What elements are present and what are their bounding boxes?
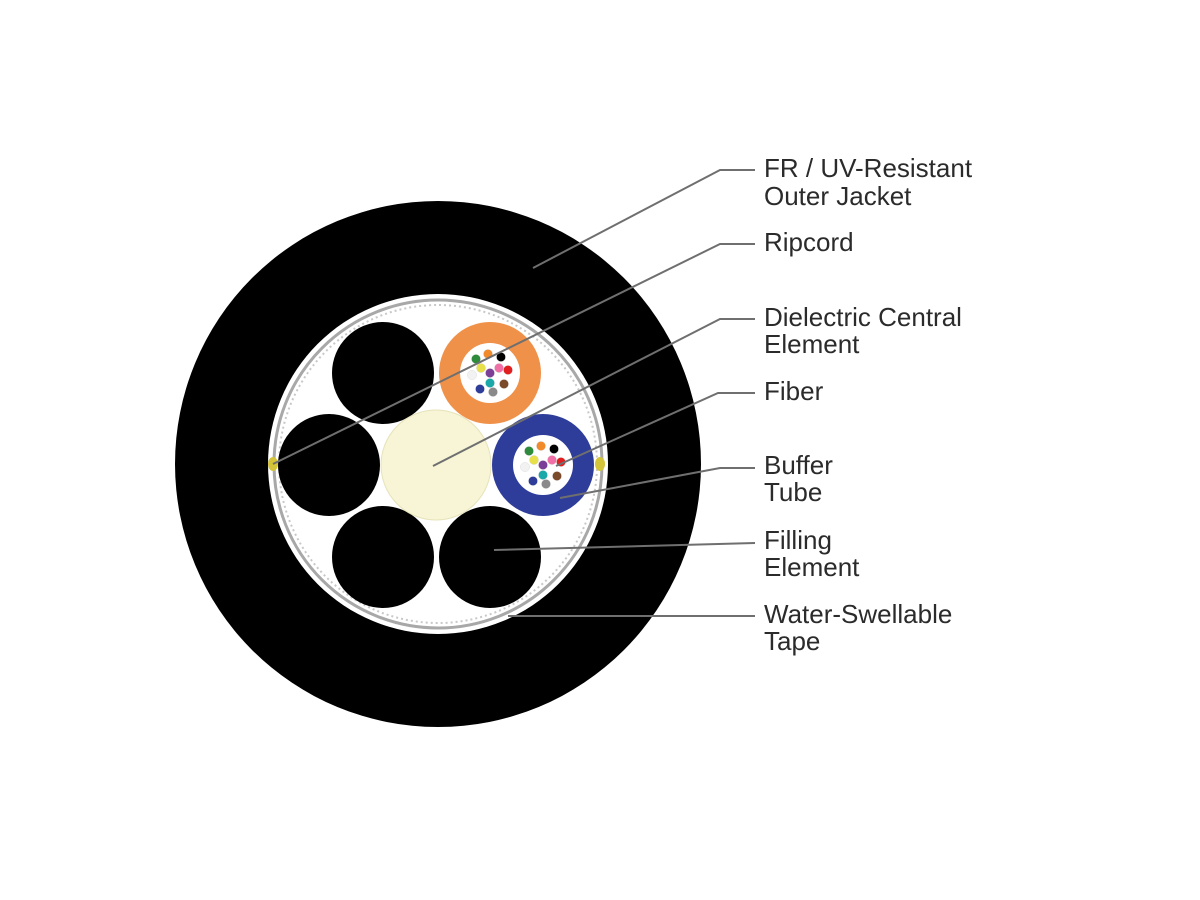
leader-line-central-element (432, 318, 755, 467)
fiber (503, 365, 513, 375)
buffer-tube-orange (439, 322, 541, 424)
leader-line-buffer-tube (559, 467, 755, 499)
fiber-group (520, 441, 566, 489)
leader-line-outer-jacket (532, 169, 755, 269)
fiber (549, 444, 559, 454)
filling-element (332, 322, 434, 424)
label-fiber: Fiber (764, 376, 824, 406)
fiber (547, 455, 557, 465)
fiber (529, 455, 539, 465)
label-water-swellable-tape: Water-Swellable Tape (764, 599, 960, 656)
label-central-element: Dielectric Central Element (764, 302, 969, 359)
fiber (536, 441, 546, 451)
fiber (475, 384, 485, 394)
fiber-group (467, 349, 513, 397)
buffer-tube-blue (492, 414, 594, 516)
leader-line-ripcord (272, 243, 755, 465)
leader-line-filling-element (493, 542, 756, 551)
fiber (541, 479, 551, 489)
fiber (488, 387, 498, 397)
leader-line-fiber (555, 392, 755, 467)
fiber (524, 446, 534, 456)
fiber (520, 462, 530, 472)
label-outer-jacket: FR / UV-Resistant Outer Jacket (764, 153, 979, 211)
label-filling-element: Filling Element (764, 525, 860, 582)
fiber (467, 370, 477, 380)
fiber (499, 379, 509, 389)
filling-element (439, 506, 541, 608)
fiber (552, 471, 562, 481)
fiber (528, 476, 538, 486)
filling-element (332, 506, 434, 608)
fiber (485, 368, 495, 378)
fiber (538, 460, 548, 470)
filling-element (278, 414, 380, 516)
fiber (485, 378, 495, 388)
fiber (476, 363, 486, 373)
label-ripcord: Ripcord (764, 227, 854, 257)
fiber (538, 470, 548, 480)
fiber (494, 363, 504, 373)
label-buffer-tube: Buffer Tube (764, 450, 840, 507)
ripcord (595, 457, 605, 471)
